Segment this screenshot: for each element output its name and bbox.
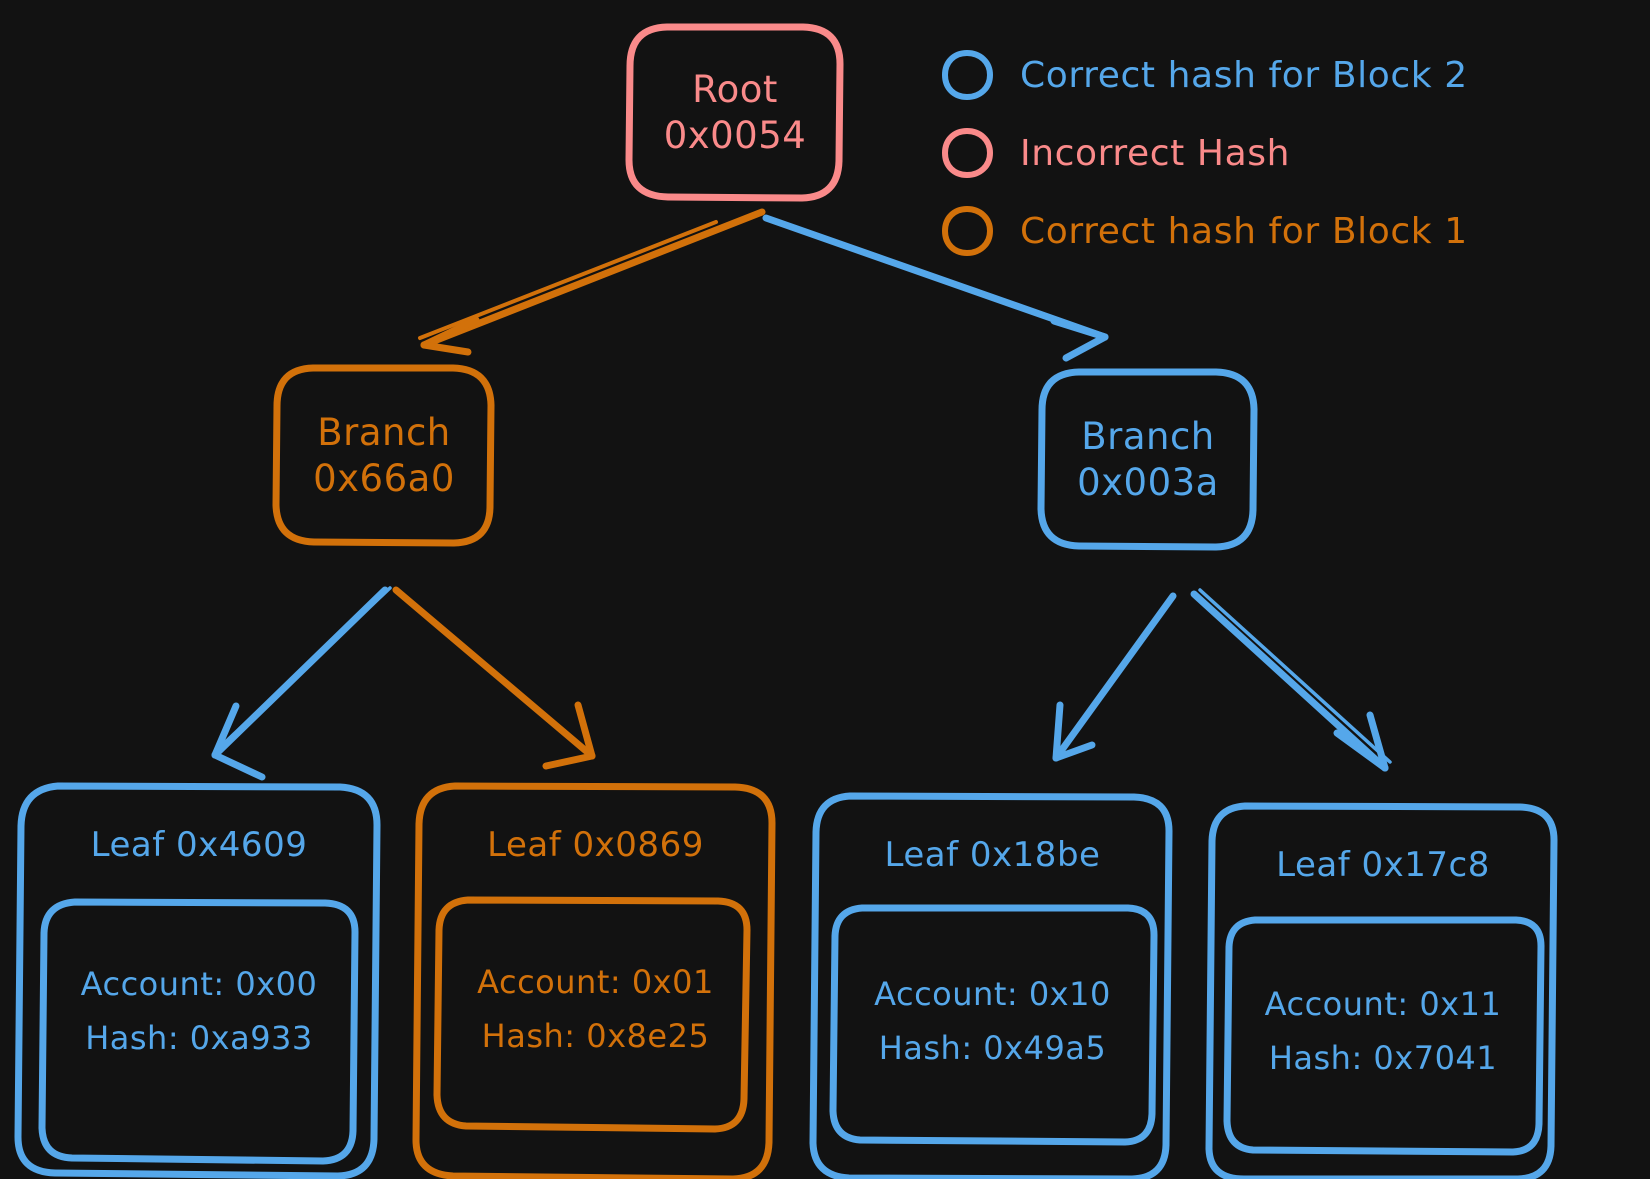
leaf-4-account-label: Account: 0x11 [1264,985,1502,1024]
legend: Correct hash for Block 2 Incorrect Hash … [940,36,1540,270]
node-root[interactable]: Root 0x0054 [630,27,840,198]
node-leaf-3[interactable]: Leaf 0x18be Account: 0x10 Hash: 0x49a5 [816,796,1169,1179]
edge-root-to-branch-left [418,208,766,356]
node-leaf-2[interactable]: Leaf 0x0869 Account: 0x01 Hash: 0x8e25 [419,786,772,1179]
circle-outline-icon [940,204,994,258]
leaf-4-title: Leaf 0x17c8 [1276,845,1490,885]
branch-right-kind-label: Branch [1081,415,1215,459]
edge-branchright-to-leaf4 [1190,588,1392,772]
node-branch-left[interactable]: Branch 0x66a0 [277,368,491,543]
branch-left-hash-label: 0x66a0 [313,456,455,500]
node-leaf-1[interactable]: Leaf 0x4609 Account: 0x00 Hash: 0xa933 [21,786,377,1176]
root-hash-label: 0x0054 [663,113,807,157]
circle-outline-icon [940,48,994,102]
root-kind-label: Root [692,68,778,112]
legend-label-correct-block-2: Correct hash for Block 2 [1020,54,1468,96]
leaf-2-title: Leaf 0x0869 [487,825,704,865]
edge-branchleft-to-leaf1 [211,586,392,781]
node-leaf-4[interactable]: Leaf 0x17c8 Account: 0x11 Hash: 0x7041 [1212,806,1554,1179]
leaf-2-account-label: Account: 0x01 [477,963,714,1002]
branch-left-kind-label: Branch [317,411,451,455]
branch-right-hash-label: 0x003a [1077,460,1219,504]
legend-label-correct-block-1: Correct hash for Block 1 [1020,210,1468,252]
node-branch-right[interactable]: Branch 0x003a [1042,372,1254,547]
leaf-1-title: Leaf 0x4609 [90,825,308,865]
edge-branchright-to-leaf3 [1052,592,1177,762]
legend-item-incorrect-hash[interactable]: Incorrect Hash [940,114,1540,192]
leaf-1-hash-label: Hash: 0xa933 [85,1018,313,1057]
legend-item-correct-block-1[interactable]: Correct hash for Block 1 [940,192,1540,270]
leaf-3-title: Leaf 0x18be [884,835,1101,875]
leaf-1-account-label: Account: 0x00 [80,965,318,1004]
leaf-2-hash-label: Hash: 0x8e25 [481,1016,710,1055]
legend-label-incorrect-hash: Incorrect Hash [1020,132,1291,174]
leaf-3-account-label: Account: 0x10 [874,975,1111,1014]
circle-outline-icon [940,126,994,180]
legend-item-correct-block-2[interactable]: Correct hash for Block 2 [940,36,1540,114]
leaf-3-hash-label: Hash: 0x49a5 [878,1028,1107,1067]
edge-branchleft-to-leaf2 [392,586,596,770]
leaf-4-hash-label: Hash: 0x7041 [1268,1038,1498,1077]
